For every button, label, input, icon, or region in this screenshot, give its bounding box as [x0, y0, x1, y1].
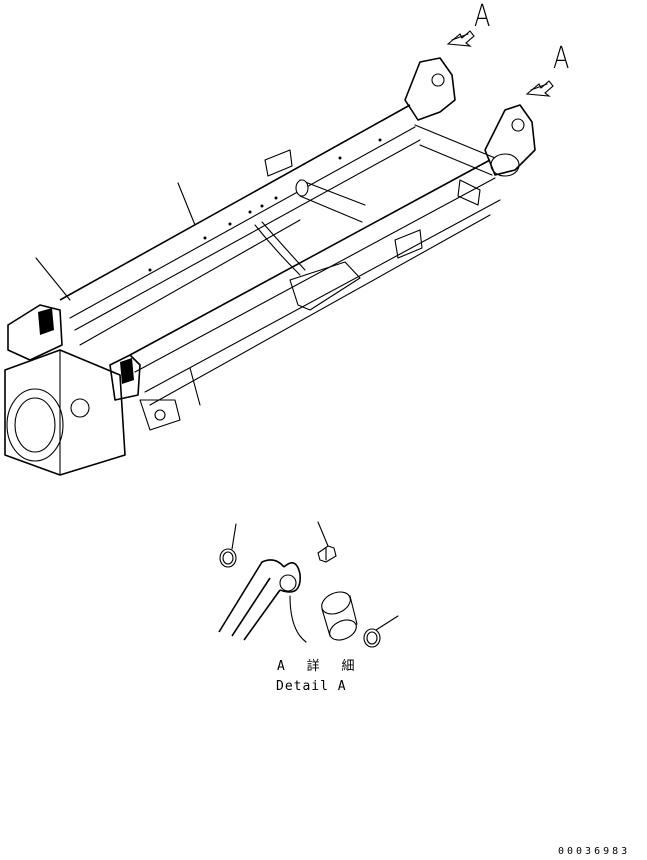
link-arm — [218, 559, 307, 643]
view-arrow-left — [446, 30, 475, 47]
detail-a-view — [218, 521, 399, 648]
main-leader-lines — [35, 182, 201, 406]
pin — [321, 591, 358, 641]
view-label-a-left: A — [474, 0, 491, 34]
snap-ring-right — [363, 615, 399, 648]
rail-holes — [148, 138, 382, 272]
detail-title-en: Detail A — [276, 679, 347, 694]
drawing-code: 00036983 — [558, 846, 631, 857]
detail-title-jp: A 詳 細 — [277, 659, 362, 674]
view-arrow-right — [525, 80, 554, 97]
main-frame-assembly — [4, 57, 536, 476]
view-label-a-right: A — [553, 41, 570, 76]
snap-ring-left — [219, 523, 237, 568]
grease-fitting — [317, 521, 337, 563]
